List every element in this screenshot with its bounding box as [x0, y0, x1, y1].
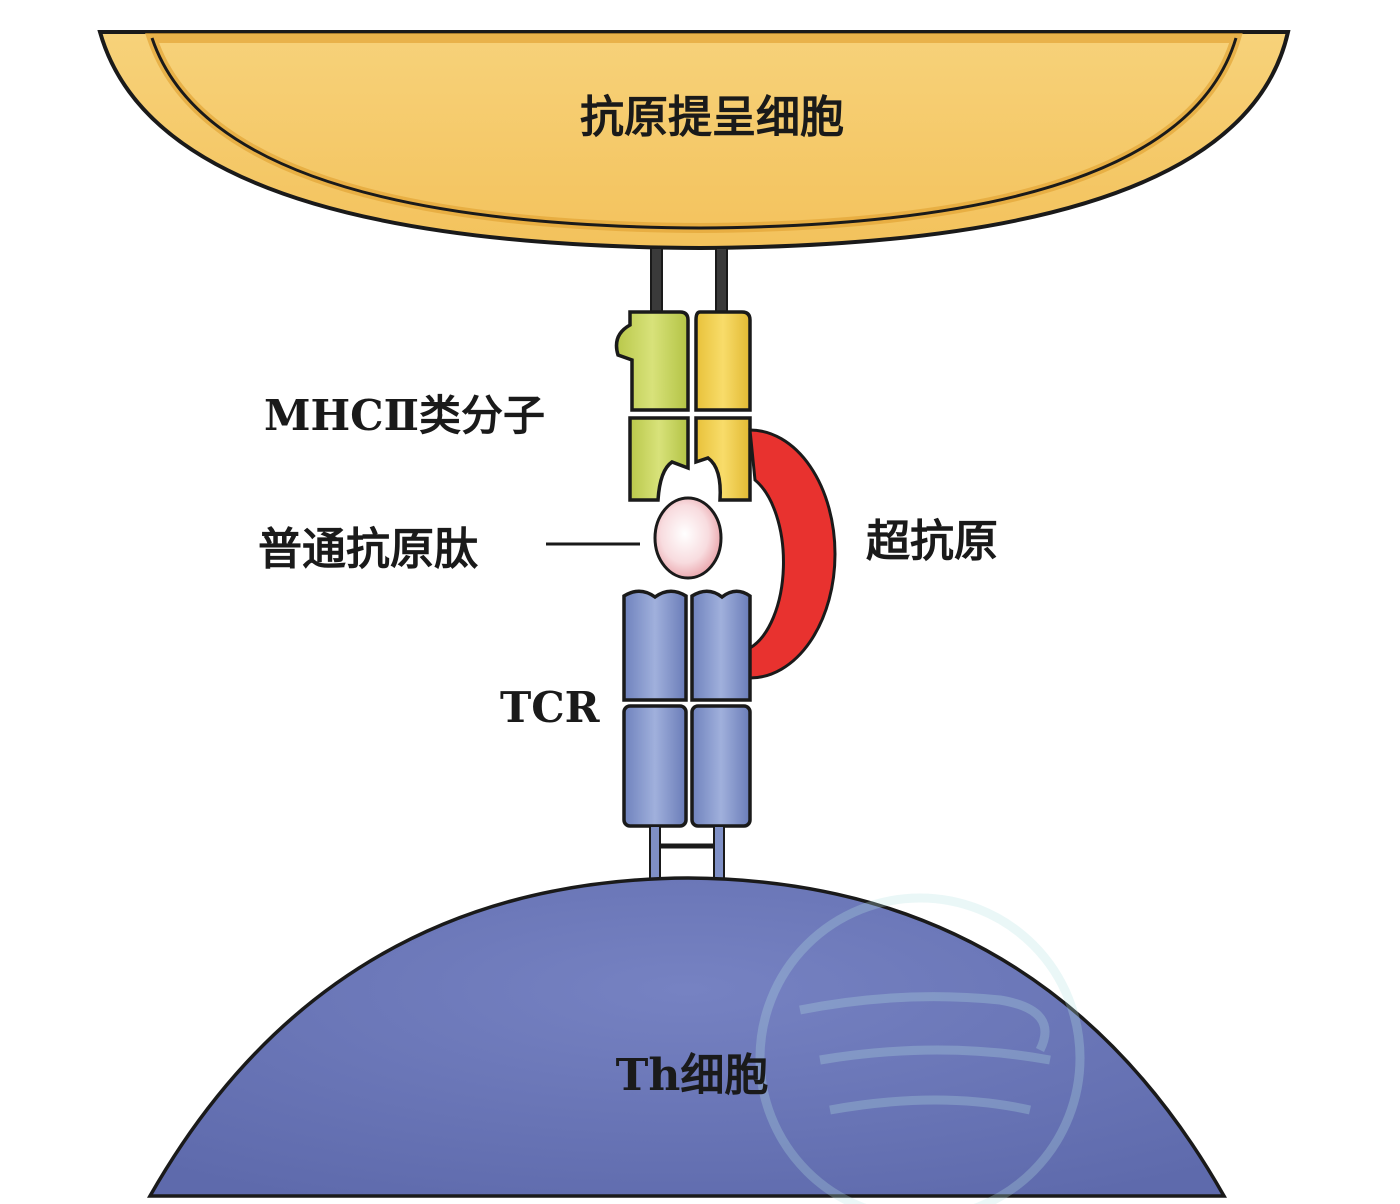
tcr-molecule	[622, 589, 752, 883]
superantigen-shape	[748, 428, 837, 680]
peptide-label: 普通抗原肽	[258, 524, 478, 575]
circular-logo-icon	[755, 893, 1085, 1204]
th-cell-label: Th细胞	[616, 1050, 769, 1101]
tcr-label: TCR	[500, 683, 601, 732]
mhc-class-ii-molecule	[614, 247, 752, 502]
th-cell	[146, 876, 1228, 1198]
superantigen-label: 超抗原	[866, 516, 998, 567]
antigen-peptide	[653, 496, 723, 580]
mhc-label: MHCⅡ类分子	[264, 391, 545, 440]
antigen-presenting-cell	[97, 30, 1291, 251]
apc-label: 抗原提呈细胞	[580, 92, 844, 143]
